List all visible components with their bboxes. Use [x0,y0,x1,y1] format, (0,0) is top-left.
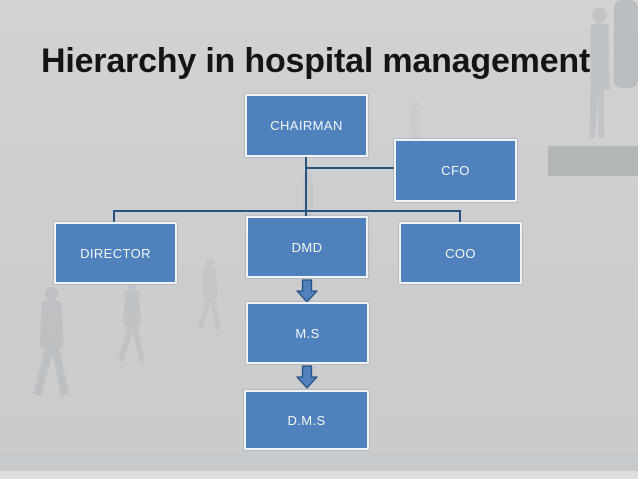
connector-level2-tbar [113,210,461,212]
node-dmd: DMD [246,216,368,278]
standing-person-silhouette-top-right [589,7,610,139]
floor-shade [0,452,638,471]
node-ms: M.S [246,302,369,364]
node-coo-label: COO [445,245,476,261]
connector-chairman-stem [305,156,307,217]
node-director-label: DIRECTOR [80,245,151,261]
footer-strip [0,471,638,479]
walking-person-silhouette-mid [198,258,222,331]
connector-chairman-to-cfo [306,167,394,169]
down-arrow-ms-to-dms-icon [296,365,318,389]
walking-person-silhouette-center-left [118,280,145,363]
node-cfo-label: CFO [441,163,470,178]
standing-person-silhouette-corner [614,0,638,88]
node-cfo: CFO [394,139,517,202]
node-dmd-label: DMD [291,239,323,255]
node-chairman-label: CHAIRMAN [270,118,343,133]
node-director: DIRECTOR [54,222,177,284]
node-coo: COO [399,222,522,284]
podium-block [548,146,638,176]
node-chairman: CHAIRMAN [245,94,368,157]
connector-drop-to-coo [459,211,461,223]
walking-person-silhouette-left [33,287,69,398]
node-dms: D.M.S [244,390,369,450]
node-ms-label: M.S [295,325,320,341]
slide-title: Hierarchy in hospital management [41,42,591,80]
down-arrow-dmd-to-ms-icon [296,279,318,303]
node-dms-label: D.M.S [287,412,326,428]
connector-drop-to-director [113,211,115,223]
